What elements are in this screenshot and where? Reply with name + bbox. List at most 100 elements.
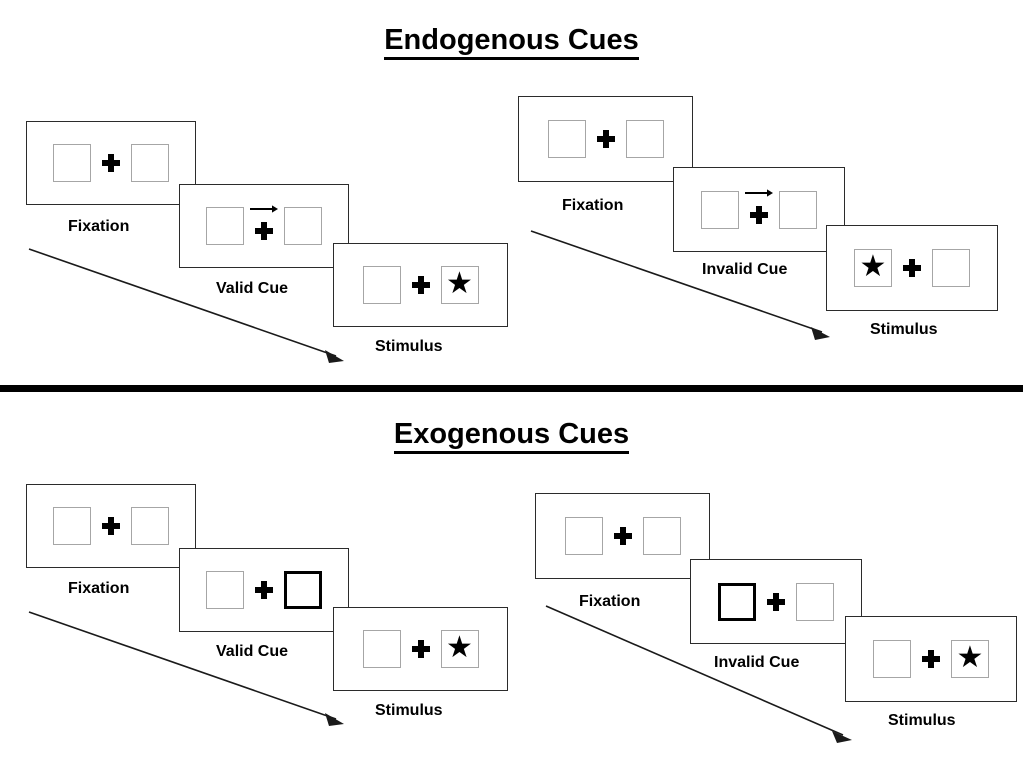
center-cell bbox=[401, 626, 441, 672]
box-row bbox=[547, 116, 664, 162]
left-box bbox=[564, 517, 603, 555]
left-box bbox=[53, 144, 91, 182]
panel-endogenous-invalid-fixation bbox=[518, 96, 693, 182]
panel-content bbox=[180, 185, 348, 267]
left-box bbox=[206, 571, 244, 609]
left-box-cued bbox=[718, 582, 756, 621]
fixation-cross-icon bbox=[102, 154, 120, 172]
right-box bbox=[932, 249, 970, 287]
right-box bbox=[131, 507, 169, 545]
section-title-exogenous-text: Exogenous Cues bbox=[393, 420, 630, 454]
star-icon: ★ bbox=[956, 641, 984, 674]
left-box bbox=[701, 190, 739, 229]
stage-label-endogenous-invalid-cue: Invalid Cue bbox=[702, 261, 788, 278]
center-cell bbox=[739, 187, 779, 233]
fixation-cross-icon bbox=[411, 640, 430, 658]
right-box bbox=[642, 517, 681, 555]
stage-label-exogenous-invalid-cue: Invalid Cue bbox=[714, 654, 800, 671]
center-cell bbox=[586, 116, 626, 162]
section-title-endogenous-text: Endogenous Cues bbox=[384, 26, 639, 60]
box-row bbox=[564, 513, 681, 559]
arrow-right-icon bbox=[745, 188, 773, 197]
panel-content: ★ bbox=[827, 226, 997, 310]
box-row bbox=[718, 579, 834, 625]
box-row bbox=[206, 567, 322, 613]
panel-content bbox=[536, 494, 709, 578]
box-row bbox=[701, 187, 817, 233]
fixation-cross-icon bbox=[596, 130, 615, 148]
stage-label-exogenous-valid-stimulus: Stimulus bbox=[375, 702, 443, 719]
center-cell bbox=[401, 262, 441, 308]
panel-exogenous-valid-cue bbox=[179, 548, 349, 632]
center-cell bbox=[911, 636, 951, 682]
center-cell bbox=[244, 567, 284, 613]
stage-label-endogenous-valid-stimulus: Stimulus bbox=[375, 338, 443, 355]
center-cell bbox=[892, 245, 932, 291]
right-box bbox=[779, 190, 817, 229]
right-box: ★ bbox=[440, 266, 479, 304]
stage-label-endogenous-invalid-fixation: Fixation bbox=[562, 197, 624, 214]
box-row bbox=[53, 503, 169, 549]
stage-label-exogenous-invalid-fixation: Fixation bbox=[579, 593, 641, 610]
panel-content: ★ bbox=[334, 244, 507, 326]
panel-exogenous-valid-fixation bbox=[26, 484, 196, 568]
fixation-cross-icon bbox=[255, 581, 273, 599]
panel-content bbox=[691, 560, 861, 643]
center-cell bbox=[244, 203, 284, 249]
star-icon: ★ bbox=[446, 267, 473, 300]
center-cell bbox=[91, 140, 131, 186]
left-box: ★ bbox=[854, 249, 892, 287]
left-box bbox=[362, 266, 401, 304]
panel-endogenous-invalid-stimulus: ★ bbox=[826, 225, 998, 311]
left-box bbox=[873, 640, 911, 678]
panel-endogenous-valid-cue bbox=[179, 184, 349, 268]
section-title-exogenous: Exogenous Cues bbox=[0, 420, 1023, 454]
left-box bbox=[206, 207, 244, 245]
fixation-cross-icon bbox=[255, 222, 273, 240]
right-box bbox=[796, 582, 834, 621]
panel-content bbox=[519, 97, 692, 181]
arrow-right-icon bbox=[250, 205, 278, 213]
panel-content: ★ bbox=[846, 617, 1016, 701]
stage-label-exogenous-invalid-stimulus: Stimulus bbox=[888, 712, 956, 729]
panel-content bbox=[180, 549, 348, 631]
panel-exogenous-invalid-stimulus: ★ bbox=[845, 616, 1017, 702]
right-box bbox=[131, 144, 169, 182]
panel-exogenous-valid-stimulus: ★ bbox=[333, 607, 508, 691]
stage-label-exogenous-valid-fixation: Fixation bbox=[68, 580, 130, 597]
panel-content bbox=[674, 168, 844, 251]
panel-content bbox=[27, 122, 195, 204]
stage-label-exogenous-valid-cue: Valid Cue bbox=[216, 643, 289, 660]
stage-label-endogenous-invalid-stimulus: Stimulus bbox=[870, 321, 938, 338]
star-icon: ★ bbox=[859, 250, 887, 283]
left-box bbox=[547, 120, 586, 158]
box-row bbox=[53, 140, 169, 186]
fixation-cross-icon bbox=[613, 527, 632, 545]
panel-content bbox=[27, 485, 195, 567]
left-box bbox=[53, 507, 91, 545]
center-cell bbox=[756, 579, 796, 625]
fixation-cross-icon bbox=[922, 650, 940, 668]
right-box: ★ bbox=[951, 640, 989, 678]
fixation-cross-icon bbox=[767, 592, 785, 611]
box-row: ★ bbox=[854, 245, 970, 291]
fixation-cross-icon bbox=[750, 205, 768, 224]
stage-label-endogenous-valid-cue: Valid Cue bbox=[216, 280, 289, 297]
panel-exogenous-invalid-fixation bbox=[535, 493, 710, 579]
panel-content: ★ bbox=[334, 608, 507, 690]
panel-endogenous-valid-fixation bbox=[26, 121, 196, 205]
panel-endogenous-invalid-cue bbox=[673, 167, 845, 252]
right-box bbox=[284, 207, 322, 245]
center-cell bbox=[91, 503, 131, 549]
box-row: ★ bbox=[362, 262, 479, 308]
box-row bbox=[206, 203, 322, 249]
center-cell bbox=[603, 513, 643, 559]
section-title-endogenous: Endogenous Cues bbox=[0, 26, 1023, 60]
right-box: ★ bbox=[440, 630, 479, 668]
fixation-cross-icon bbox=[411, 276, 430, 294]
fixation-cross-icon bbox=[903, 259, 921, 277]
stage-label-endogenous-valid-fixation: Fixation bbox=[68, 218, 130, 235]
right-box bbox=[625, 120, 664, 158]
panel-exogenous-invalid-cue bbox=[690, 559, 862, 644]
